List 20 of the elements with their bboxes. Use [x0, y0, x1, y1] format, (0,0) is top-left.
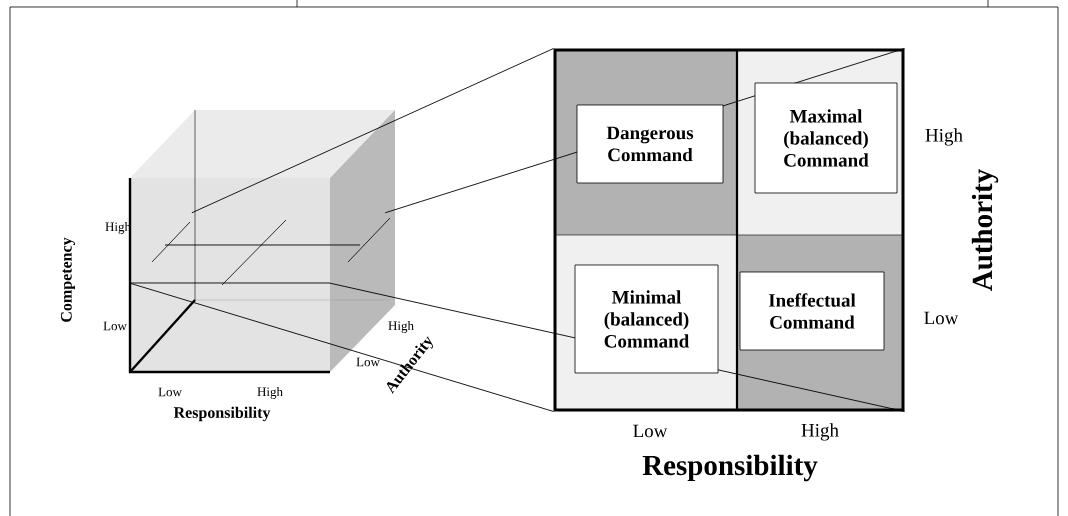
axis-title: Responsibility	[642, 454, 818, 482]
tick-label: Low	[103, 321, 127, 331]
quadrant-label-box: Dangerous Command	[576, 104, 724, 184]
tick-label: Low	[633, 424, 668, 438]
tick-label: High	[257, 387, 283, 399]
tick-label: High	[388, 321, 414, 333]
tick-label: High	[925, 128, 963, 146]
tick-label: Low	[924, 311, 959, 325]
leader-line	[191, 48, 554, 214]
quadrant-label-box: Maximal (balanced) Command	[754, 82, 898, 194]
tick-label: High	[801, 423, 839, 441]
leader-line	[129, 282, 554, 412]
quadrant-label-box: Minimal (balanced) Command	[574, 264, 719, 374]
axis-title: Authority	[971, 169, 999, 291]
quadrant-label-box: Ineffectual Command	[739, 271, 885, 351]
axis-title: Competency	[61, 237, 76, 322]
tick-label: Low	[356, 357, 380, 367]
tick-label: Low	[158, 387, 182, 397]
slice-plane	[129, 217, 391, 286]
axis-title: Responsibility	[173, 406, 271, 422]
